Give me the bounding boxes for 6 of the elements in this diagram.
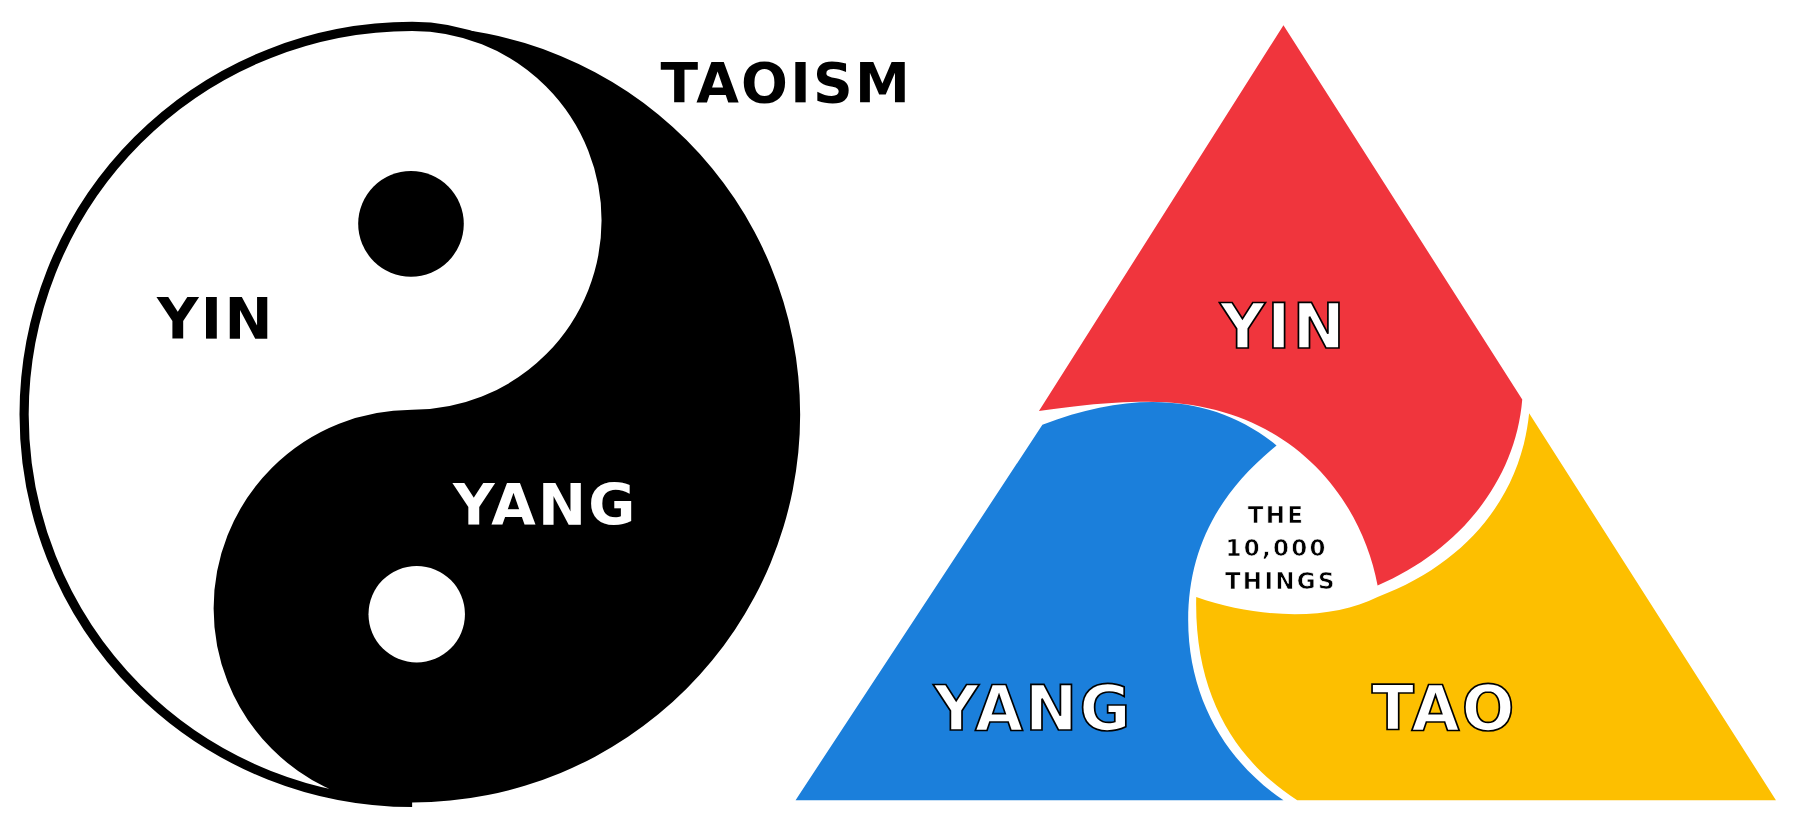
segment-label: TAO	[1371, 678, 1517, 741]
title: TAOISM	[660, 55, 913, 111]
segment-label: YANG	[452, 476, 638, 534]
segment-label: YIN	[156, 290, 275, 348]
segment-label: YIN	[1220, 296, 1347, 359]
segment-label: YANG	[933, 678, 1133, 741]
